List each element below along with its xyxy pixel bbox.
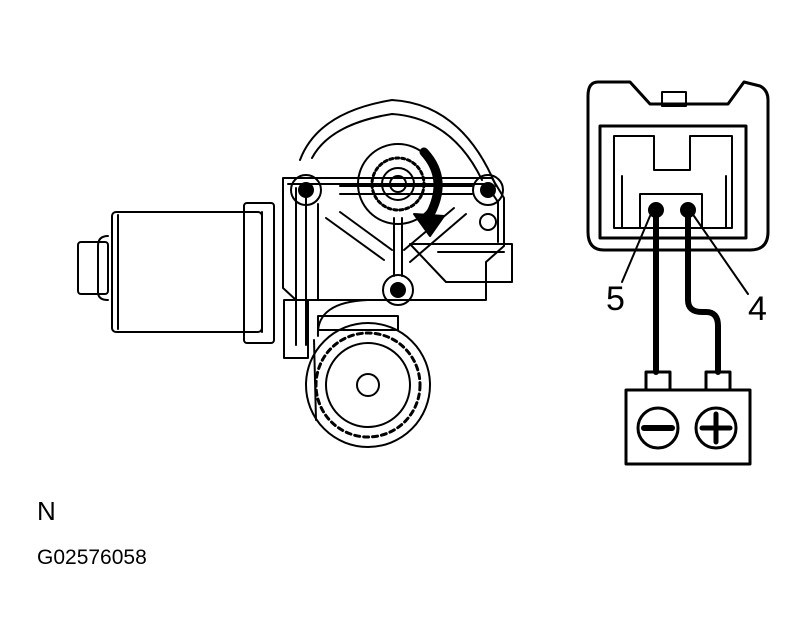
rotation-arrow-icon [419, 147, 443, 223]
battery-case [624, 388, 752, 466]
motor-body [77, 202, 275, 344]
lower-gear-drum [305, 299, 431, 448]
output-gear-center [389, 175, 407, 193]
bolt-upper-right-hole [480, 182, 496, 198]
brace-diagonal-left [325, 217, 385, 261]
motor-cap-rim [97, 235, 109, 301]
bolt-small-right [479, 213, 497, 231]
plus-symbol [694, 406, 738, 450]
motor-assembly [77, 99, 513, 448]
drum-side-edge [313, 339, 317, 421]
gear-housing [282, 99, 513, 359]
bolt-lower [382, 274, 414, 306]
drum-inner [325, 342, 411, 428]
connector-latch [661, 91, 687, 107]
bolt-upper-right [472, 174, 504, 206]
housing-dome [299, 99, 497, 187]
output-gear-hub [381, 167, 415, 201]
pin-label-4: 4 [748, 290, 767, 328]
output-gear-teeth [370, 156, 426, 212]
wire-positive [685, 213, 721, 375]
mounting-bolts [290, 174, 504, 306]
brace-diagonal-left-2 [339, 211, 393, 251]
bracket-arm [409, 243, 513, 283]
drum-axle [356, 373, 380, 397]
connector-cavity [613, 135, 733, 229]
leader-line-4 [693, 215, 749, 295]
housing-lower-tab [283, 299, 309, 359]
orientation-label: N [37, 496, 56, 526]
drum-gear-teeth [314, 331, 422, 439]
battery [624, 370, 752, 466]
bolt-upper-left [290, 174, 322, 206]
connector-face [598, 124, 748, 240]
drum-outer [305, 322, 431, 448]
output-gear [357, 143, 445, 237]
connector-housing [586, 80, 770, 252]
motor-end-cap [77, 241, 109, 295]
wire-connector [586, 80, 770, 252]
bolt-upper-left-hole [298, 182, 314, 198]
rotation-arrowhead-icon [413, 213, 445, 237]
brace-diagonal-right [409, 213, 467, 263]
motor-flange [243, 202, 275, 344]
figure-id: G02576058 [37, 546, 147, 569]
minus-symbol [636, 406, 680, 450]
battery-post-negative [644, 370, 672, 392]
connector-terminal-block [639, 193, 703, 229]
test-wires [653, 213, 721, 375]
motor-cylinder [111, 211, 263, 333]
bolt-lower-hole [390, 282, 406, 298]
pin-label-5: 5 [606, 280, 625, 318]
drum-clip [317, 315, 399, 331]
leader-line-5 [621, 215, 651, 283]
housing-dome-inner [311, 113, 483, 181]
